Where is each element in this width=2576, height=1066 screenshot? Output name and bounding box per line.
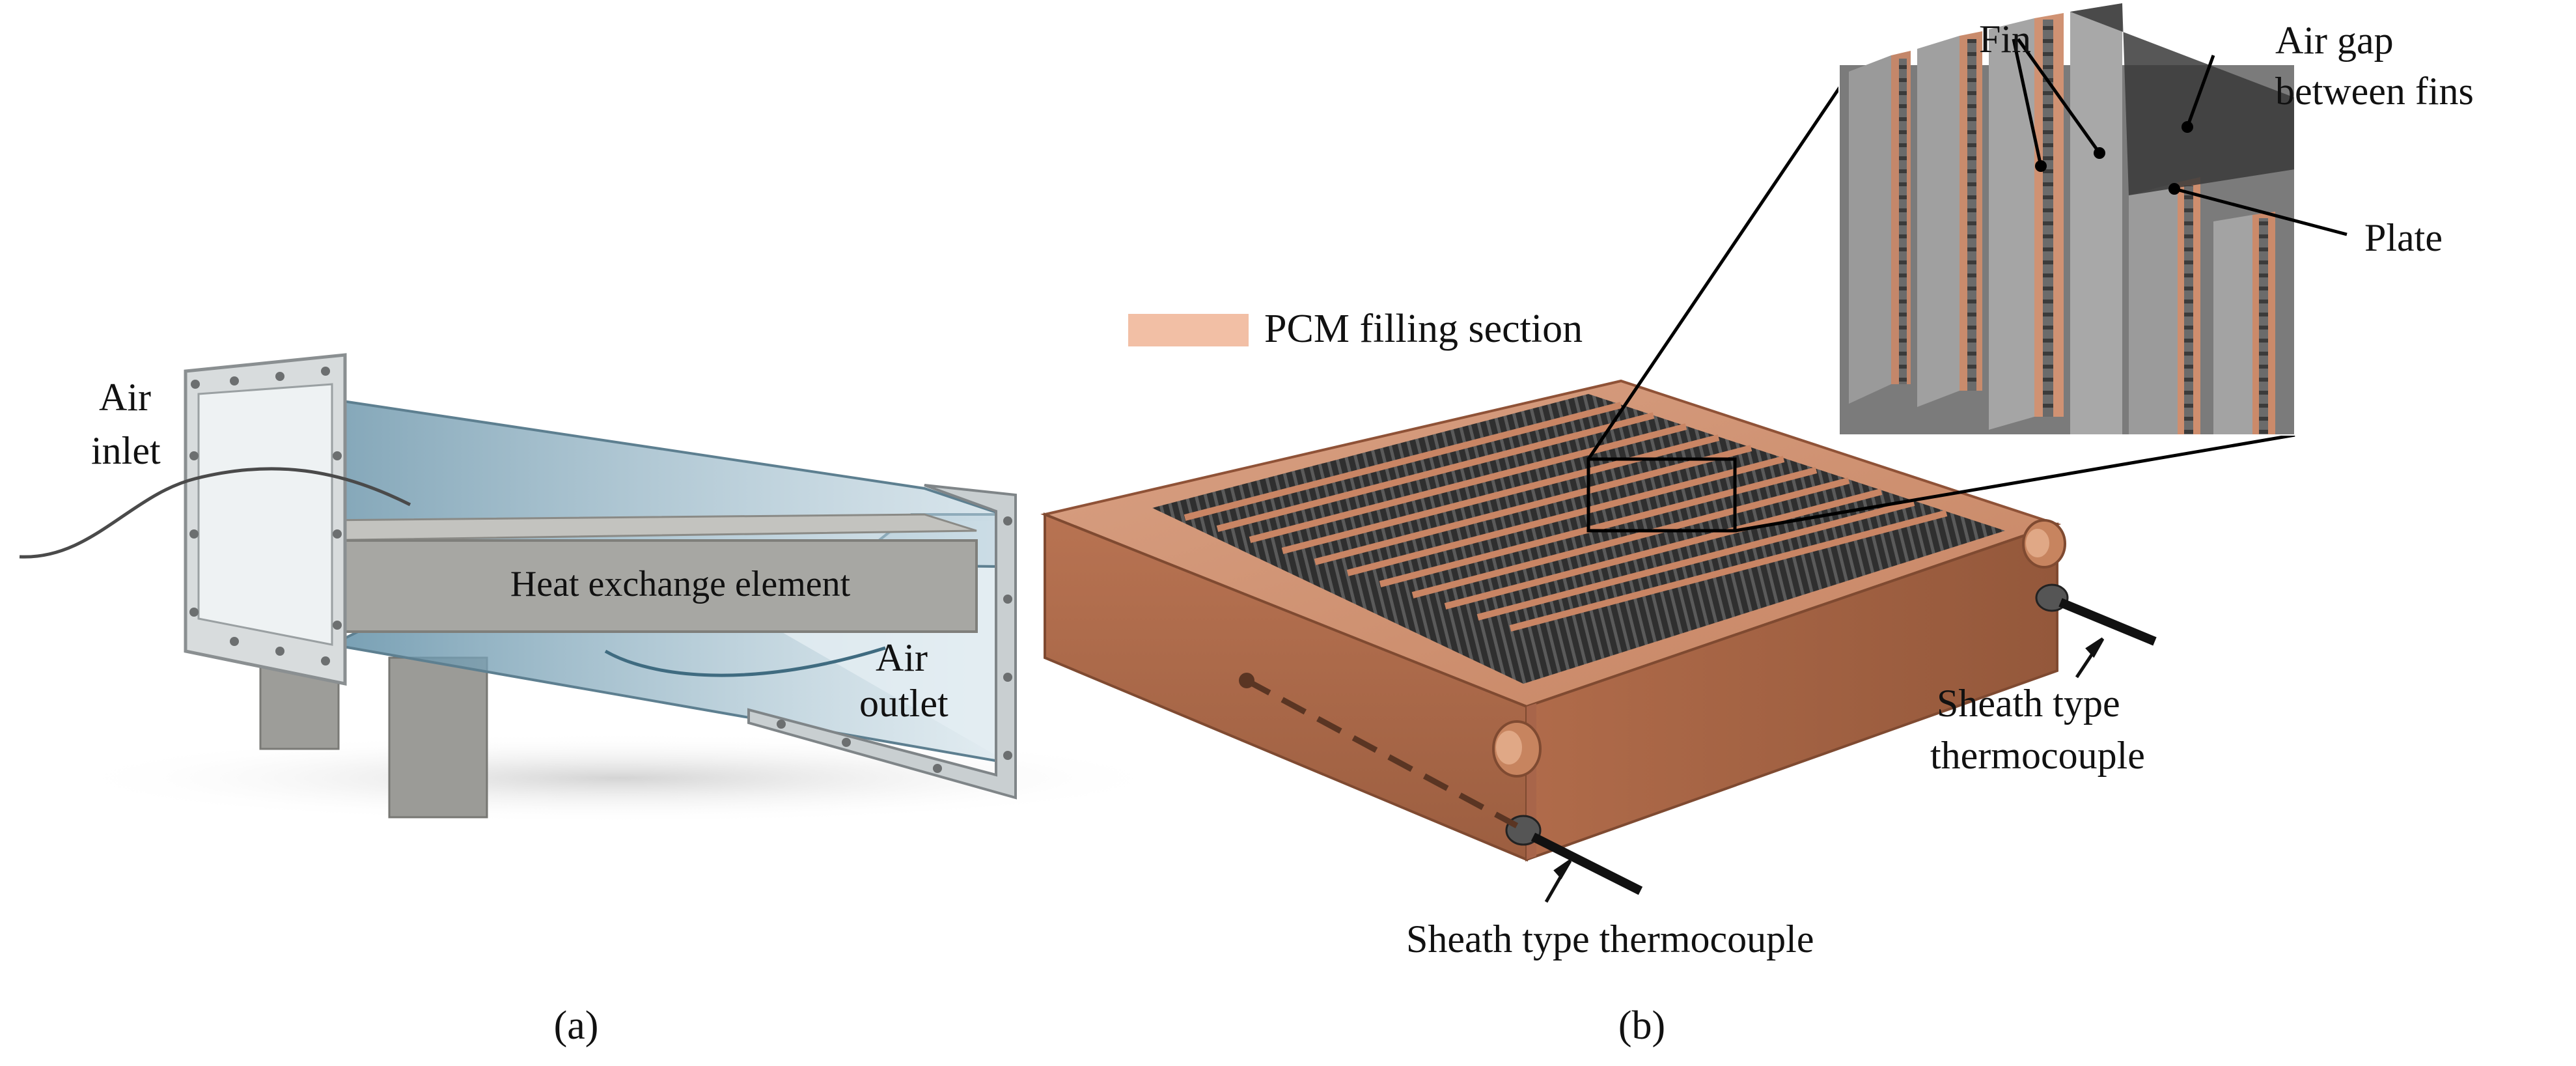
- zoom-line-left: [1586, 20, 1887, 460]
- plate-label: Plate: [2364, 216, 2443, 259]
- outlet-flange: [747, 484, 1017, 800]
- pcm-legend-label: PCM filling section: [1264, 307, 1583, 351]
- caption-a: (a): [554, 1003, 599, 1048]
- fin-array: [1152, 394, 2005, 684]
- zoom-fins: [1849, 3, 2275, 435]
- pcm-legend-swatch: [1128, 314, 1249, 346]
- panel-a-wind-tunnel: Heat exchange element Air inlet Air outl…: [19, 353, 1178, 1048]
- outlet-sensor-wire: [604, 646, 886, 677]
- panel-b-pcm-heat-exchanger: PCM filling section: [1040, 0, 2474, 1048]
- caption-b: (b): [1618, 1003, 1665, 1048]
- zoom-line-right: [1734, 433, 2295, 533]
- outlet-bolts: [777, 516, 1012, 773]
- zoom-top-airgap: [2070, 3, 2295, 195]
- air-gap-label-line1: Air gap: [2275, 19, 2394, 62]
- zoom-callout-dots: [2035, 121, 2193, 195]
- thermocouple-wire: [19, 467, 411, 559]
- inlet-port: [1492, 720, 1542, 778]
- zoom-callouts: [2012, 38, 2347, 236]
- thermocouple-bottom: [1239, 673, 1643, 895]
- copper-plates: [1184, 402, 1948, 632]
- zoom-region-box: [1586, 457, 1737, 533]
- air-outlet-label-line2: outlet: [859, 682, 949, 725]
- zoom-inset: [1838, 0, 2295, 436]
- thermocouple-arrows: [1544, 637, 2105, 903]
- air-inlet-label-line1: Air: [99, 376, 151, 419]
- thermocouple-bottom-label: Sheath type thermocouple: [1406, 918, 1814, 961]
- outlet-port: [2022, 519, 2066, 568]
- heat-exchange-element: [305, 539, 978, 633]
- thermocouple-right-label-line1: Sheath type: [1937, 682, 2120, 725]
- air-outlet-label-line1: Air: [876, 636, 928, 679]
- flange-bolts: [189, 367, 342, 666]
- zoom-fin-combs: [1899, 20, 2268, 435]
- heat-exchange-label: Heat exchange element: [510, 564, 851, 604]
- inlet-opening: [197, 383, 333, 646]
- thermocouple-right: [2035, 583, 2157, 646]
- air-gap-label-line2: between fins: [2275, 70, 2474, 113]
- support-leg-front: [388, 656, 488, 819]
- air-inlet-label-line2: inlet: [91, 429, 161, 472]
- thermocouple-right-label-line2: thermocouple: [1930, 734, 2145, 777]
- fin-label: Fin: [1979, 18, 2031, 61]
